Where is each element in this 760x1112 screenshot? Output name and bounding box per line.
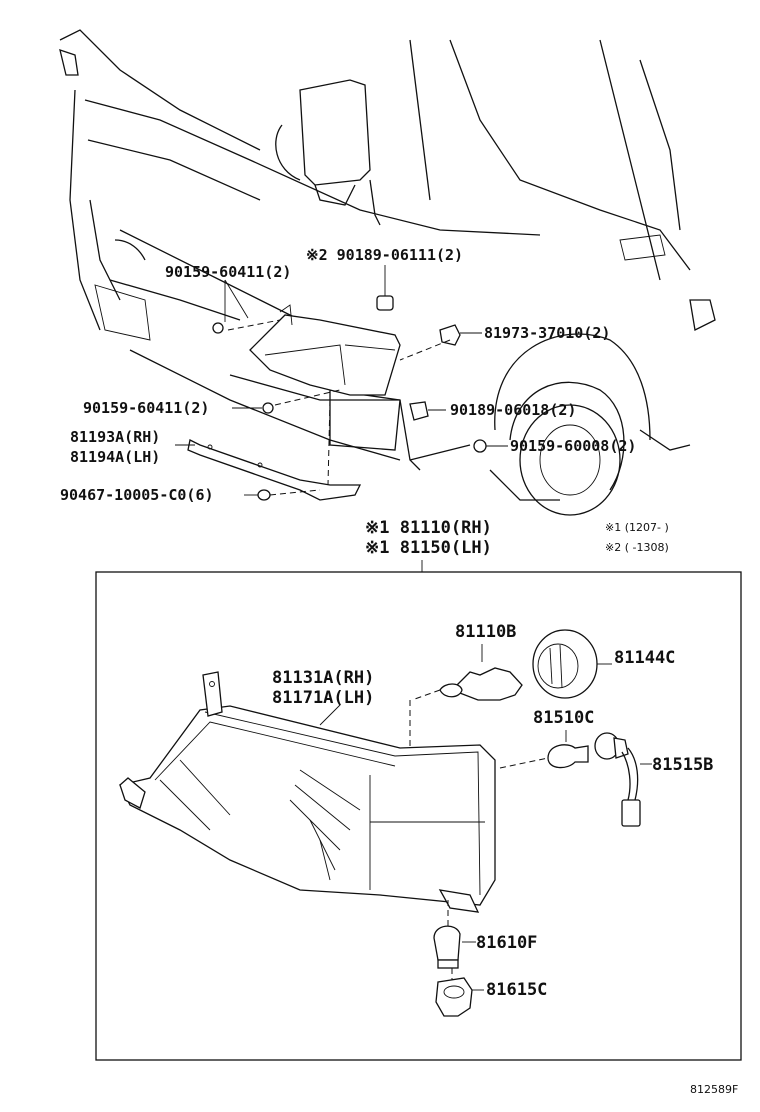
- nut-90189-06018: [409, 401, 429, 421]
- screw-90159-60008: [473, 439, 487, 453]
- upper-leader-lines: [175, 265, 508, 496]
- corner-lamp-small: [249, 304, 401, 396]
- label-81610f: 81610F: [476, 933, 537, 953]
- truck-cab-illustration: [59, 29, 716, 516]
- detail-leader-lines: [319, 689, 567, 980]
- label-81193a: 81193A(RH): [70, 428, 160, 446]
- cover-81144c: [532, 629, 612, 699]
- label-81510c: 81510C: [533, 708, 594, 728]
- label-81144c: 81144C: [614, 648, 675, 668]
- clip-90189-06111: [376, 295, 394, 311]
- clip-81973-37010: [439, 324, 461, 346]
- label-90189-06018: 90189-06018(2): [450, 401, 576, 419]
- note-1: ※1 (1207- ): [605, 521, 669, 534]
- screw-90159-60411-a: [212, 322, 224, 334]
- bulb-81510c: [547, 744, 589, 769]
- headlamp-unit: [119, 671, 496, 913]
- nut-90467-10005: [257, 489, 271, 501]
- label-81110b: 81110B: [455, 622, 516, 642]
- label-81171a: 81171A(LH): [272, 688, 374, 708]
- socket-81515b: [594, 732, 652, 827]
- label-81615c: 81615C: [486, 980, 547, 1000]
- label-81150-lh: ※1 81150(LH): [365, 538, 492, 558]
- bulb-81610f: [433, 925, 476, 969]
- diagram-id: 812589F: [690, 1083, 738, 1096]
- upper-hardware: [212, 295, 487, 501]
- label-90189-06111: ※2 90189-06111(2): [306, 246, 463, 264]
- assembly-detail-box: [95, 571, 742, 1061]
- label-90159-60008: 90159-60008(2): [510, 437, 636, 455]
- label-81131a: 81131A(RH): [272, 668, 374, 688]
- label-90159-60411-a: 90159-60411(2): [165, 263, 291, 281]
- label-90159-60411-b: 90159-60411(2): [83, 399, 209, 417]
- note-2: ※2 ( -1308): [605, 541, 669, 554]
- label-81515b: 81515B: [652, 755, 713, 775]
- label-81110-rh: ※1 81110(RH): [365, 518, 492, 538]
- label-90467-10005: 90467-10005-C0(6): [60, 486, 214, 504]
- label-81973-37010: 81973-37010(2): [484, 324, 610, 342]
- screw-90159-60411-b: [262, 402, 274, 414]
- bracket-81193a: [187, 439, 362, 501]
- bulb-81110b: [439, 644, 523, 701]
- socket-81615c: [435, 977, 484, 1017]
- label-81194a: 81194A(LH): [70, 448, 160, 466]
